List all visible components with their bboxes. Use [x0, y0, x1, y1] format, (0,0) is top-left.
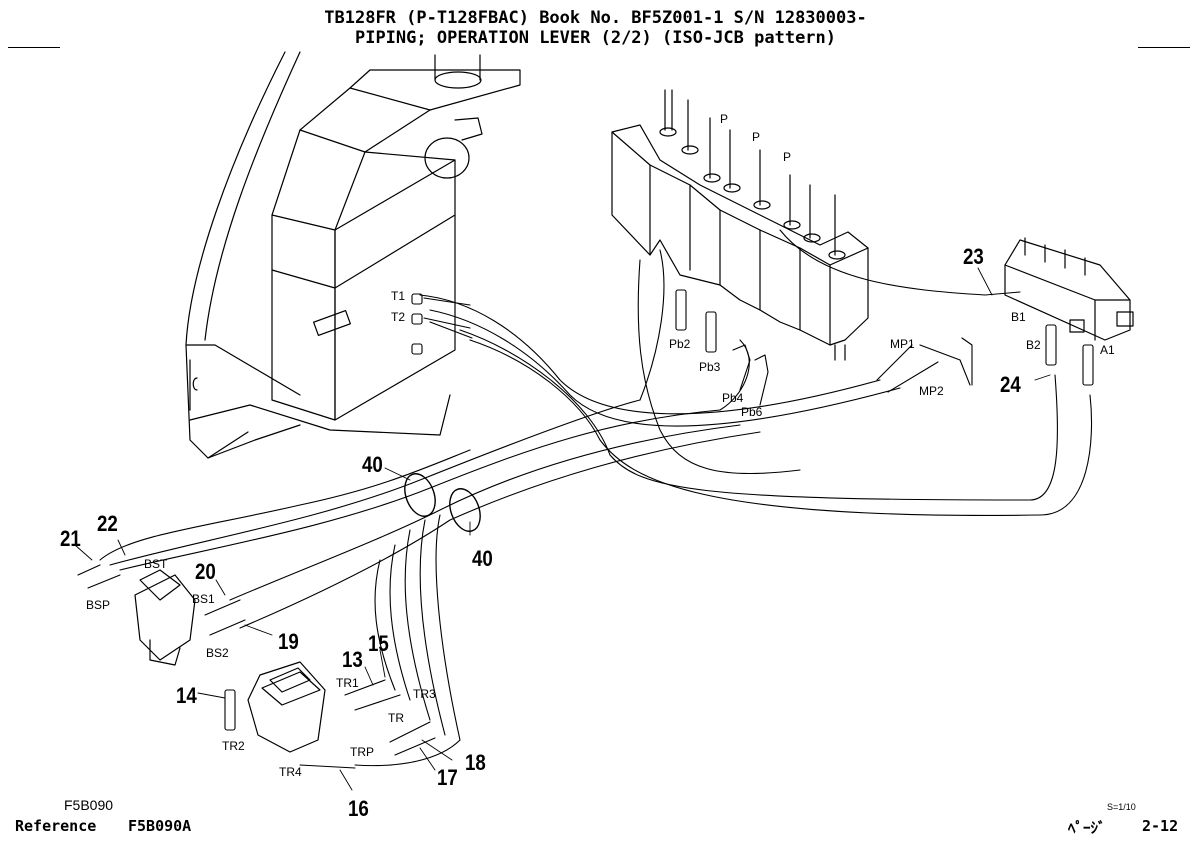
port-label-p2: P	[752, 130, 761, 144]
port-label-t1: T1	[391, 289, 406, 303]
fittings	[77, 289, 1094, 769]
part-number-13: 13	[342, 647, 363, 672]
part-number-22: 22	[97, 511, 118, 536]
port-label-b1: B1	[1011, 310, 1026, 324]
scale-note: S=1/10	[1107, 802, 1136, 812]
machine-body	[185, 51, 451, 459]
part-number-21: 21	[60, 526, 81, 551]
cab-block	[271, 54, 521, 421]
port-label-mp2: MP2	[919, 384, 944, 398]
port-label-b2: B2	[1026, 338, 1041, 352]
port-label-trp: TRP	[350, 745, 374, 759]
port-label-tr4: TR4	[279, 765, 302, 779]
part-number-24: 24	[1000, 372, 1021, 397]
port-label-tr3: TR3	[413, 687, 436, 701]
port-label-mp1: MP1	[890, 337, 915, 351]
port-label-pb3: Pb3	[699, 360, 721, 374]
part-number-23: 23	[963, 244, 984, 269]
header-rule-right	[1138, 47, 1190, 48]
port-label-pb6: Pb6	[741, 405, 763, 419]
port-label-p1: P	[720, 112, 729, 126]
hose-bundle	[99, 229, 1093, 767]
header-rule-left	[8, 47, 60, 48]
part-number-17: 17	[437, 765, 458, 790]
control-valve-bank	[611, 89, 869, 361]
hose-clamps	[404, 473, 481, 532]
port-label-tr2: TR2	[222, 739, 245, 753]
port-label-a1: A1	[1100, 343, 1115, 357]
part-number-15: 15	[368, 631, 389, 656]
part-number-19: 19	[278, 629, 299, 654]
port-label-t2: T2	[391, 310, 406, 324]
port-label-bs1: BS1	[192, 592, 215, 606]
port-label-pb2: Pb2	[669, 337, 691, 351]
page-label: ﾍﾟｰｼﾞ	[1068, 819, 1106, 837]
pilot-valve-travel	[247, 661, 326, 753]
page-number: 2-12	[1142, 817, 1179, 835]
port-label-p3: P	[783, 150, 792, 164]
port-label-bsp: BSP	[86, 598, 111, 612]
reference-value: F5B090A	[128, 817, 192, 835]
part-number-16: 16	[348, 796, 369, 821]
pilot-valve-left	[134, 569, 196, 666]
part-number-40-lower: 40	[472, 546, 493, 571]
port-label-bs2: BS2	[206, 646, 229, 660]
port-label-pb4: Pb4	[722, 391, 744, 405]
port-label-tr1: TR1	[336, 676, 359, 690]
port-label-bst: BST	[144, 557, 168, 571]
part-number-40-upper: 40	[362, 452, 383, 477]
figure-code: F5B090	[64, 797, 114, 813]
title-line-2: PIPING; OPERATION LEVER (2/2) (ISO-JCB p…	[354, 28, 837, 48]
title-line-1: TB128FR (P-T128FBAC) Book No. BF5Z001-1 …	[324, 8, 867, 28]
part-number-14: 14	[176, 683, 197, 708]
leader-lines	[74, 267, 1051, 791]
part-number-18: 18	[465, 750, 486, 775]
part-number-20: 20	[195, 559, 216, 584]
reference-label: Reference	[15, 817, 97, 835]
right-valve-block	[1004, 237, 1134, 341]
port-label-tr: TR	[388, 711, 404, 725]
